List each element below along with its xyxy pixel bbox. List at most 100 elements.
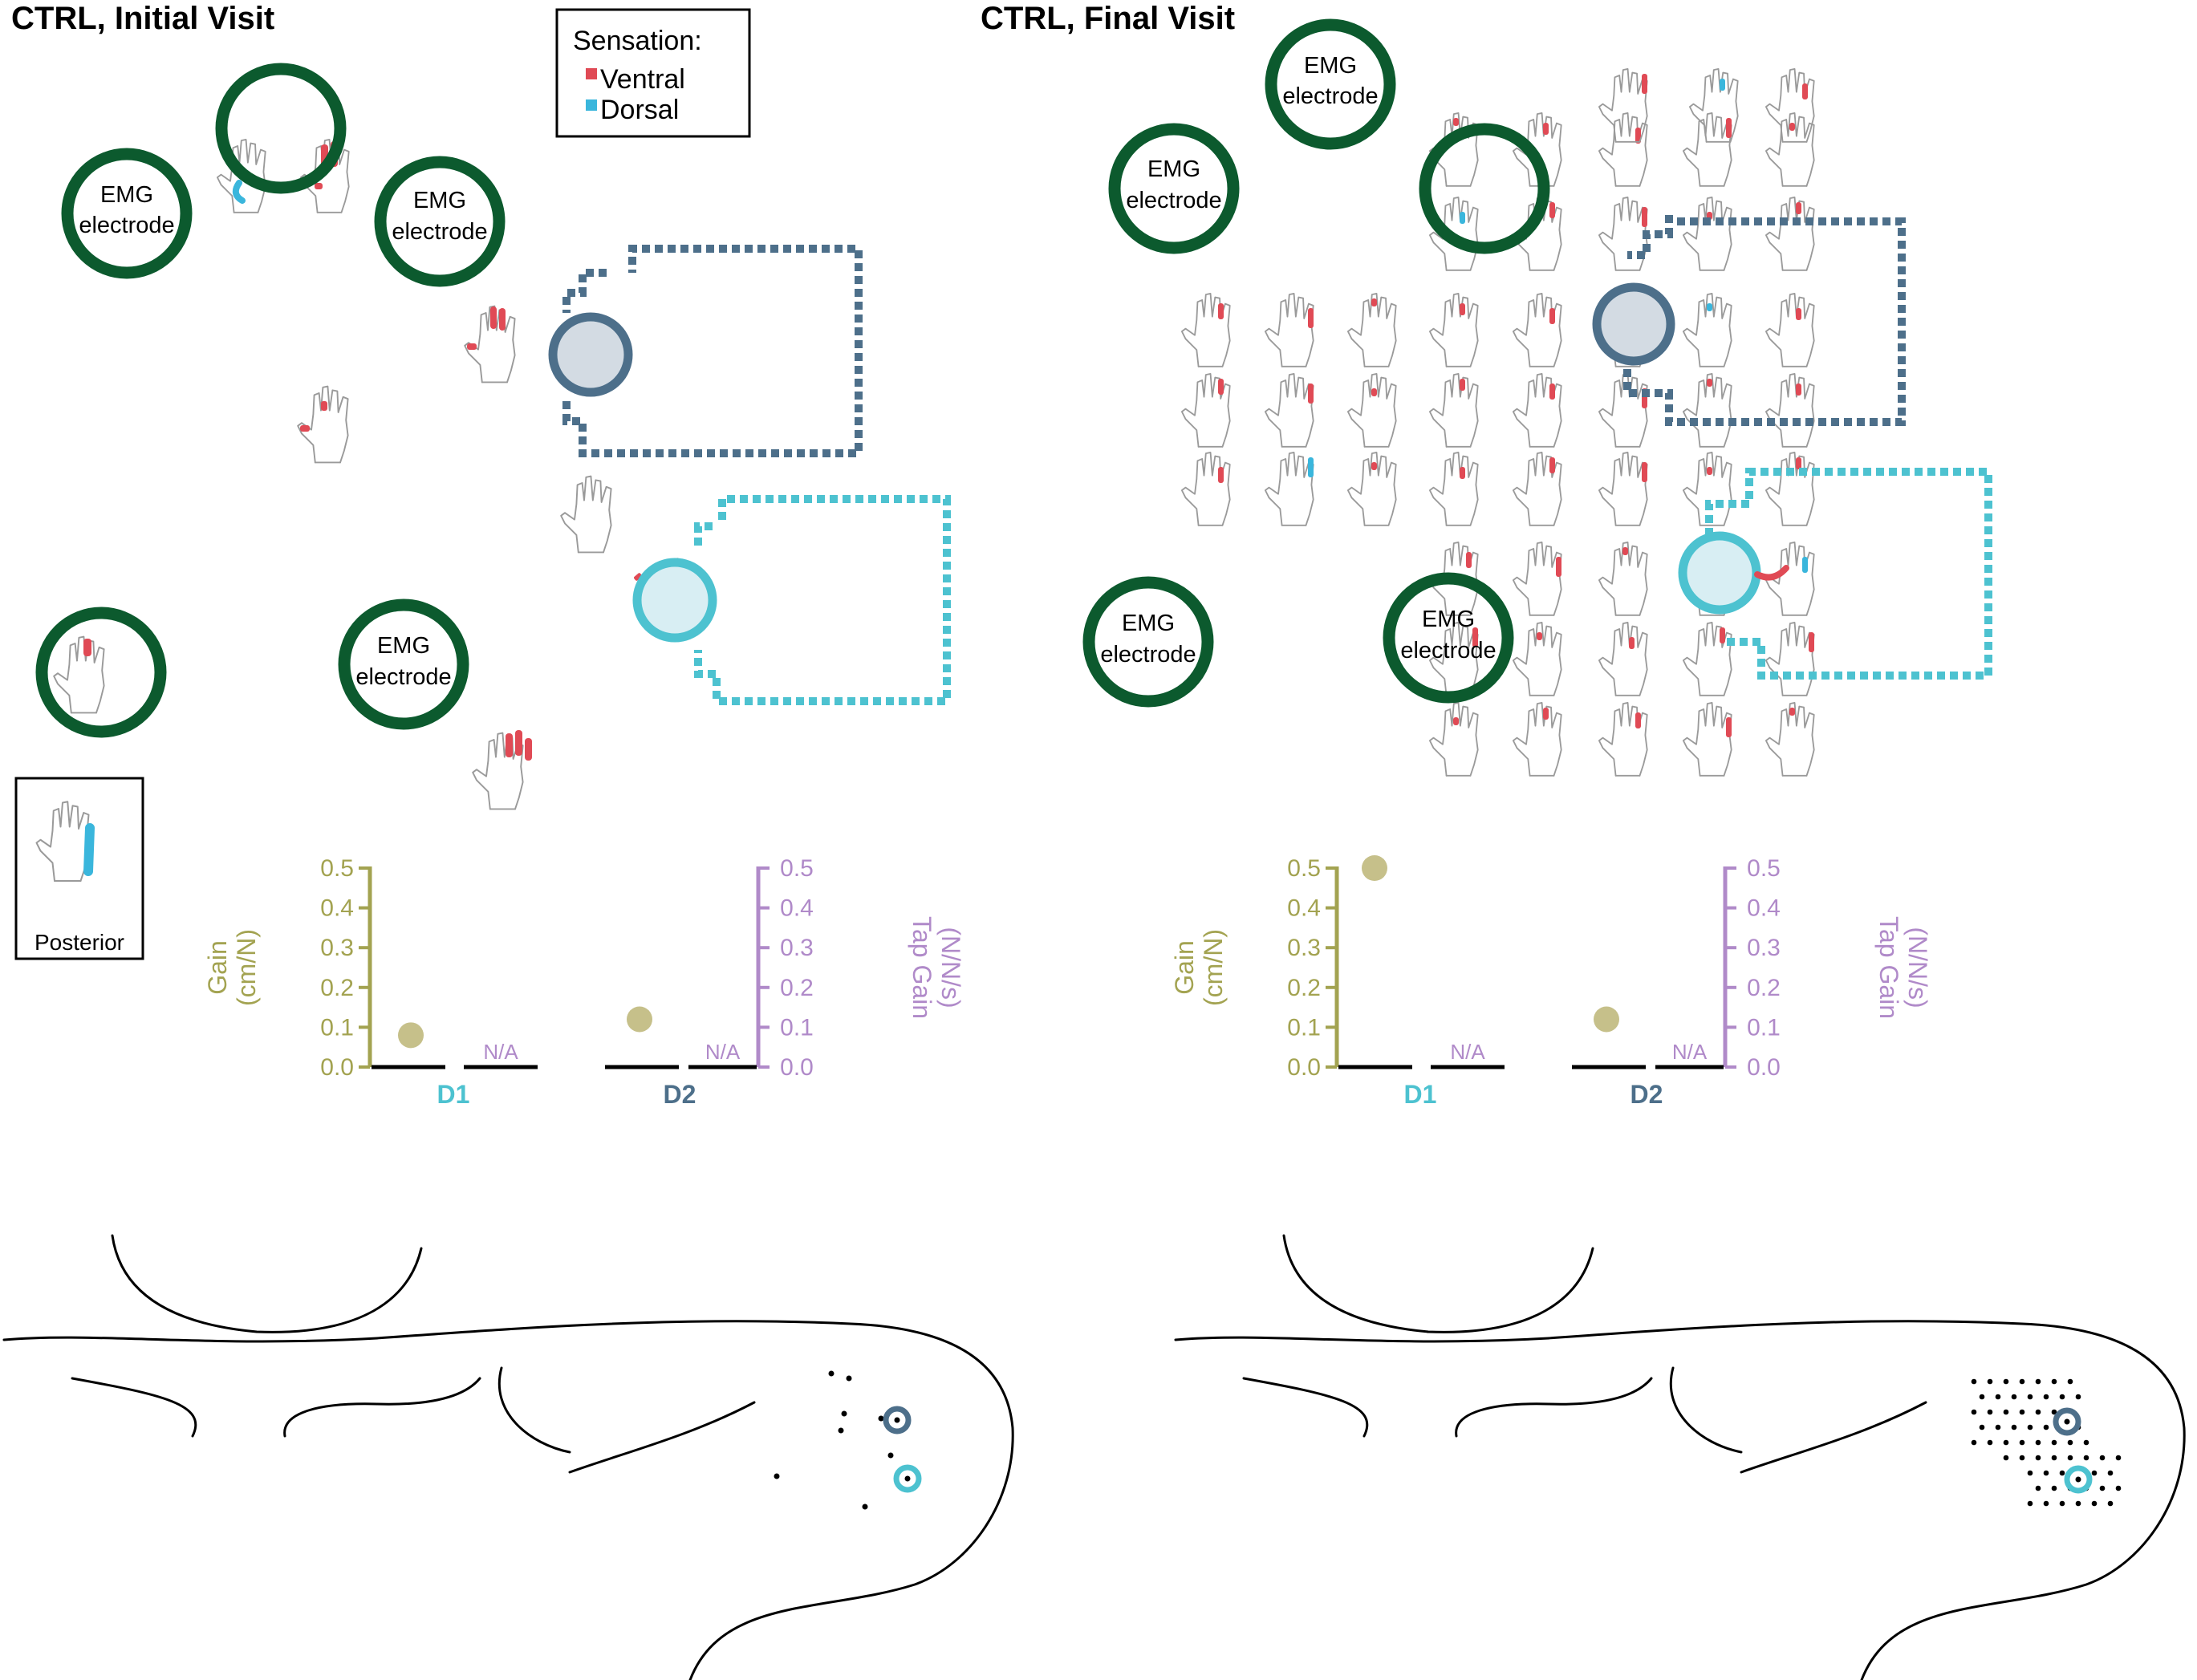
electrode-dot bbox=[1979, 1394, 1985, 1400]
receptive-field bbox=[1635, 128, 1641, 144]
electrode-dot bbox=[2059, 1470, 2065, 1476]
left-tick-label: 0.3 bbox=[320, 935, 354, 961]
electrode-dot bbox=[2059, 1500, 2065, 1507]
receptive-field bbox=[1642, 207, 1647, 227]
electrode-dot bbox=[1987, 1409, 1993, 1415]
receptive-field bbox=[1802, 83, 1808, 99]
electrode-dot bbox=[2059, 1394, 2065, 1400]
receptive-field bbox=[1629, 637, 1635, 649]
hand-icon bbox=[1264, 293, 1314, 367]
receptive-field bbox=[1537, 632, 1542, 640]
electrode-dot bbox=[1995, 1424, 2001, 1430]
emg-electrode: EMG electrode bbox=[1082, 576, 1214, 708]
emg-electrode bbox=[35, 607, 167, 738]
electrode-dot bbox=[2043, 1394, 2049, 1400]
electrode-dot bbox=[2043, 1500, 2049, 1507]
receptive-field bbox=[1453, 118, 1459, 126]
receptive-field bbox=[1726, 717, 1732, 737]
left-tick-label: 0.5 bbox=[320, 855, 354, 882]
right-tick-label: 0.4 bbox=[1747, 895, 1781, 922]
electrode-dot bbox=[1971, 1409, 1977, 1415]
right-axis-label: Tap Gain bbox=[908, 916, 936, 1019]
right-tick-label: 0.3 bbox=[1747, 935, 1781, 961]
receptive-field bbox=[1543, 123, 1549, 135]
electrode-dot bbox=[2099, 1455, 2106, 1461]
right-tick-label: 0.3 bbox=[780, 935, 814, 961]
d2-ring bbox=[548, 312, 633, 397]
hand-icon bbox=[1512, 542, 1562, 616]
final-hands bbox=[1180, 68, 1815, 777]
receptive-field bbox=[1472, 627, 1478, 647]
receptive-field bbox=[1218, 379, 1224, 395]
right-tick-label: 0.2 bbox=[1747, 975, 1781, 1001]
initial-visit-map: EMG electrode EMG electrode EMG electrod… bbox=[14, 63, 951, 960]
electrode-dot bbox=[2019, 1409, 2025, 1415]
left-tick-label: 0.4 bbox=[1287, 895, 1321, 922]
receptive-field bbox=[1549, 457, 1555, 473]
receptive-field bbox=[1371, 388, 1377, 396]
electrode-dot bbox=[2011, 1394, 2017, 1400]
electrode-dot bbox=[1987, 1378, 1993, 1385]
electrode-dot bbox=[2019, 1439, 2025, 1446]
hand-icon bbox=[1598, 197, 1648, 271]
emg-label: electrode bbox=[392, 219, 487, 245]
electrode-dot bbox=[2107, 1470, 2114, 1476]
receptive-field bbox=[1371, 462, 1377, 470]
left-tick-label: 0.2 bbox=[320, 975, 354, 1001]
receptive-field bbox=[1460, 212, 1465, 224]
left-tick-label: 0.1 bbox=[1287, 1014, 1321, 1041]
emg-label: EMG bbox=[413, 188, 466, 213]
hand-icon bbox=[1682, 452, 1732, 526]
legend-title: Sensation: bbox=[573, 26, 702, 56]
electrode-dot bbox=[1971, 1378, 1977, 1385]
emg-label: EMG bbox=[1122, 611, 1175, 636]
electrode-dot bbox=[2107, 1500, 2114, 1507]
electrode-dot bbox=[2099, 1485, 2106, 1491]
electrode-dot bbox=[2035, 1409, 2041, 1415]
sensation-legend: Sensation: Ventral Dorsal bbox=[555, 8, 751, 138]
emg-label: electrode bbox=[1100, 642, 1196, 668]
emg-ring bbox=[1082, 576, 1214, 708]
hand-icon bbox=[1765, 373, 1815, 448]
receptive-field bbox=[1466, 552, 1472, 568]
left-tick-label: 0.2 bbox=[1287, 975, 1321, 1001]
receptive-field bbox=[1802, 557, 1808, 573]
electrode-dot bbox=[2051, 1378, 2057, 1385]
hand-icon bbox=[1598, 112, 1648, 187]
receptive-field bbox=[1549, 202, 1555, 218]
category-label: D2 bbox=[664, 1080, 696, 1109]
electrode-dot bbox=[2019, 1455, 2025, 1461]
electrode-dot bbox=[2067, 1439, 2073, 1446]
receptive-field bbox=[1642, 74, 1647, 94]
hand-icon bbox=[1682, 702, 1732, 777]
receptive-field bbox=[1460, 379, 1465, 391]
electrode-dot bbox=[2043, 1424, 2049, 1430]
electrode-dot bbox=[2091, 1500, 2098, 1507]
hand-icon bbox=[1428, 702, 1479, 777]
electrode-dot bbox=[2035, 1485, 2041, 1491]
d1-stim-site bbox=[632, 495, 951, 705]
category-label: D2 bbox=[1630, 1080, 1663, 1109]
receptive-field bbox=[1796, 457, 1801, 469]
receptive-field bbox=[1460, 303, 1465, 315]
receptive-field bbox=[1720, 627, 1725, 643]
legend-ventral-label: Ventral bbox=[600, 64, 685, 95]
na-label: N/A bbox=[705, 1040, 741, 1064]
emg-electrode bbox=[1419, 123, 1550, 254]
left-tick-label: 0.1 bbox=[320, 1014, 354, 1041]
hand-icon bbox=[1180, 452, 1231, 526]
emg-ring bbox=[1419, 123, 1550, 254]
receptive-field bbox=[1796, 383, 1801, 396]
electrode-dot bbox=[2067, 1455, 2073, 1461]
receptive-field bbox=[1308, 457, 1314, 477]
receptive-field bbox=[1789, 708, 1795, 716]
emg-ring bbox=[1265, 18, 1396, 150]
d2-stim-site bbox=[548, 245, 863, 457]
receptive-field bbox=[1707, 467, 1712, 475]
electrode-dots bbox=[774, 1370, 922, 1510]
electrode-dot bbox=[2003, 1455, 2009, 1461]
electrode-dot bbox=[2027, 1500, 2033, 1507]
